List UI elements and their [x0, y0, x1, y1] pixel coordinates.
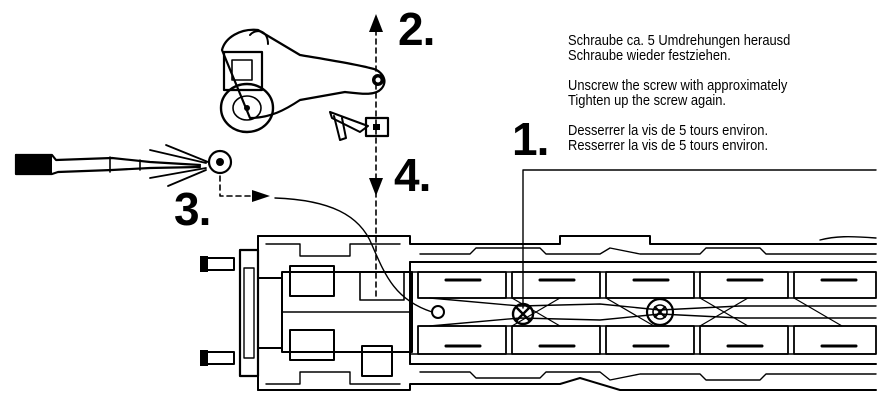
- spring-clip: [329, 111, 390, 141]
- step-3-label: 3.: [174, 183, 211, 235]
- instruction-french: Desserrer la vis de 5 tours environ. Res…: [568, 123, 768, 153]
- coupler-icon: [219, 28, 386, 134]
- arrow-up-icon: [369, 14, 383, 32]
- arrow-down-icon: [369, 178, 383, 196]
- instruction-french-line1: Desserrer la vis de 5 tours environ.: [568, 122, 769, 139]
- arrow-right-icon: [252, 190, 270, 202]
- instruction-german-line1: Schraube ca. 5 Umdrehungen herausd: [568, 32, 791, 49]
- screwdriver-icon: [14, 144, 233, 187]
- step-1-label: 1.: [512, 113, 549, 165]
- instruction-english-line1: Unscrew the screw with approximately: [568, 77, 788, 94]
- lift-path: [369, 14, 383, 301]
- step-4-label: 4.: [394, 149, 431, 201]
- step-2-label: 2.: [398, 3, 435, 55]
- instruction-english: Unscrew the screw with approximately Tig…: [568, 78, 787, 108]
- screw-icon: [511, 302, 535, 326]
- instruction-english-line2: Tighten up the screw again.: [568, 92, 727, 109]
- instruction-french-line2: Resserrer la vis de 5 tours environ.: [568, 137, 769, 154]
- instruction-german-line2: Schraube wieder festziehen.: [568, 47, 731, 64]
- chassis: [200, 235, 877, 391]
- instruction-german: Schraube ca. 5 Umdrehungen herausd Schra…: [568, 33, 790, 63]
